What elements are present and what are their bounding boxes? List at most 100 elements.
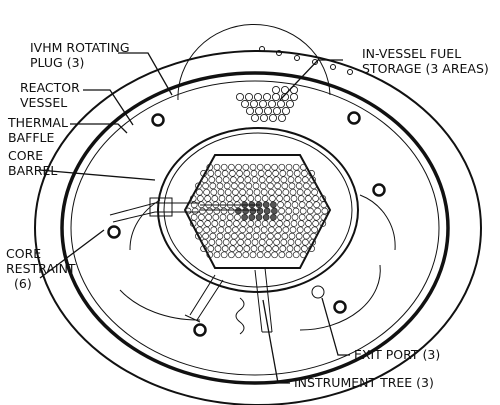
- core-assembly: [304, 226, 311, 234]
- core-assembly: [267, 182, 274, 190]
- core-assembly: [278, 251, 286, 259]
- core-assembly: [285, 207, 293, 215]
- core-assembly: [249, 207, 257, 215]
- core-assembly: [232, 226, 239, 234]
- core-assembly: [208, 176, 216, 184]
- label-exit-port: EXIT PORT (3): [354, 347, 440, 362]
- core-assembly: [255, 213, 263, 221]
- core-assembly: [312, 220, 319, 227]
- core-assembly: [252, 182, 260, 190]
- core-assembly: [251, 176, 259, 184]
- label-instrument-tree: INSTRUMENT TREE (3): [294, 375, 434, 390]
- core-assembly: [191, 207, 199, 215]
- core-assembly: [292, 163, 300, 171]
- core-assembly: [216, 182, 224, 190]
- core-restraint-bolts: [107, 111, 386, 337]
- core-assembly: [242, 251, 250, 259]
- core-assembly: [225, 220, 233, 227]
- core-assembly: [294, 238, 302, 246]
- core-assembly: [290, 220, 298, 227]
- core-assembly: [204, 195, 211, 202]
- core-assembly: [301, 170, 308, 177]
- core-assembly: [237, 176, 244, 184]
- core-assembly: [221, 170, 229, 177]
- core-assembly: [287, 176, 295, 184]
- core-assembly: [248, 213, 256, 221]
- core-assembly: [242, 163, 250, 171]
- core-assembly: [189, 195, 197, 202]
- core-assembly: [274, 182, 281, 190]
- core-assembly: [241, 213, 248, 221]
- core-assembly: [294, 176, 302, 184]
- core-assembly: [184, 207, 192, 215]
- core-assembly: [300, 163, 307, 171]
- core-assembly: [263, 207, 271, 215]
- core-assembly: [213, 163, 221, 171]
- stored-fuel-assembly: [268, 113, 278, 123]
- core-assembly: [220, 163, 228, 171]
- core-assembly: [311, 226, 318, 234]
- label-fuel-storage-1: IN-VESSEL FUEL: [362, 46, 461, 61]
- core-assembly: [220, 207, 228, 215]
- core-assembly: [240, 195, 247, 202]
- core-assembly: [201, 176, 208, 184]
- core-assembly: [266, 238, 273, 246]
- transfer-arm: [109, 197, 260, 223]
- label-ivhm-plug-2: PLUG (3): [30, 55, 84, 70]
- core-assembly: [276, 195, 283, 202]
- core-assembly: [225, 195, 233, 202]
- core-assembly: [276, 220, 283, 227]
- instrument-trees: [184, 267, 273, 335]
- core-assembly: [229, 245, 236, 252]
- core-assembly: [291, 213, 299, 221]
- core-assembly: [257, 170, 265, 177]
- core-assembly: [288, 232, 296, 240]
- core-assembly: [268, 188, 275, 196]
- core-assembly: [266, 176, 273, 184]
- core-assembly: [279, 245, 287, 252]
- core-assembly: [254, 220, 262, 227]
- core-assembly: [214, 170, 222, 177]
- core-assembly: [310, 182, 317, 190]
- core-assembly: [212, 213, 220, 221]
- core-assembly: [252, 232, 260, 240]
- core-assembly: [286, 170, 294, 177]
- core-assembly: [200, 245, 207, 252]
- core-assembly: [202, 182, 209, 190]
- core-assembly: [298, 213, 306, 221]
- core-assembly: [259, 232, 267, 240]
- core-assembly: [244, 238, 252, 246]
- core-assembly: [218, 220, 226, 227]
- core-assembly: [286, 245, 294, 252]
- core-assembly: [313, 201, 320, 209]
- core-assembly: [305, 195, 312, 202]
- core-assembly: [239, 188, 246, 196]
- core-assembly: [308, 170, 315, 177]
- core-assembly: [296, 188, 304, 196]
- stored-fuel-assembly: [244, 92, 254, 102]
- stored-fuel-assembly: [285, 99, 295, 109]
- stored-fuel-assembly: [281, 106, 291, 116]
- exit-port: [311, 285, 325, 299]
- core-assembly: [319, 195, 327, 202]
- core-assembly: [208, 238, 216, 246]
- core-assembly: [277, 201, 284, 209]
- core-assembly: [262, 213, 270, 221]
- core-assembly: [314, 207, 321, 215]
- rim-ports: [259, 46, 353, 75]
- stored-fuel-assembly: [259, 113, 269, 123]
- outer-vessel-head: [34, 50, 482, 405]
- core-assembly: [240, 220, 247, 227]
- core-assembly: [245, 182, 253, 190]
- core-assembly: [228, 251, 235, 259]
- core-assembly: [217, 188, 225, 196]
- label-thermal-baffle-1: THERMAL: [7, 115, 68, 130]
- core-assembly: [249, 163, 257, 171]
- label-fuel-storage-2: STORAGE (3 AREAS): [362, 61, 489, 76]
- core-assembly: [238, 182, 245, 190]
- core-assembly: [230, 176, 237, 184]
- core-assembly: [305, 220, 312, 227]
- core-assembly: [299, 207, 307, 215]
- core-assembly: [283, 195, 291, 202]
